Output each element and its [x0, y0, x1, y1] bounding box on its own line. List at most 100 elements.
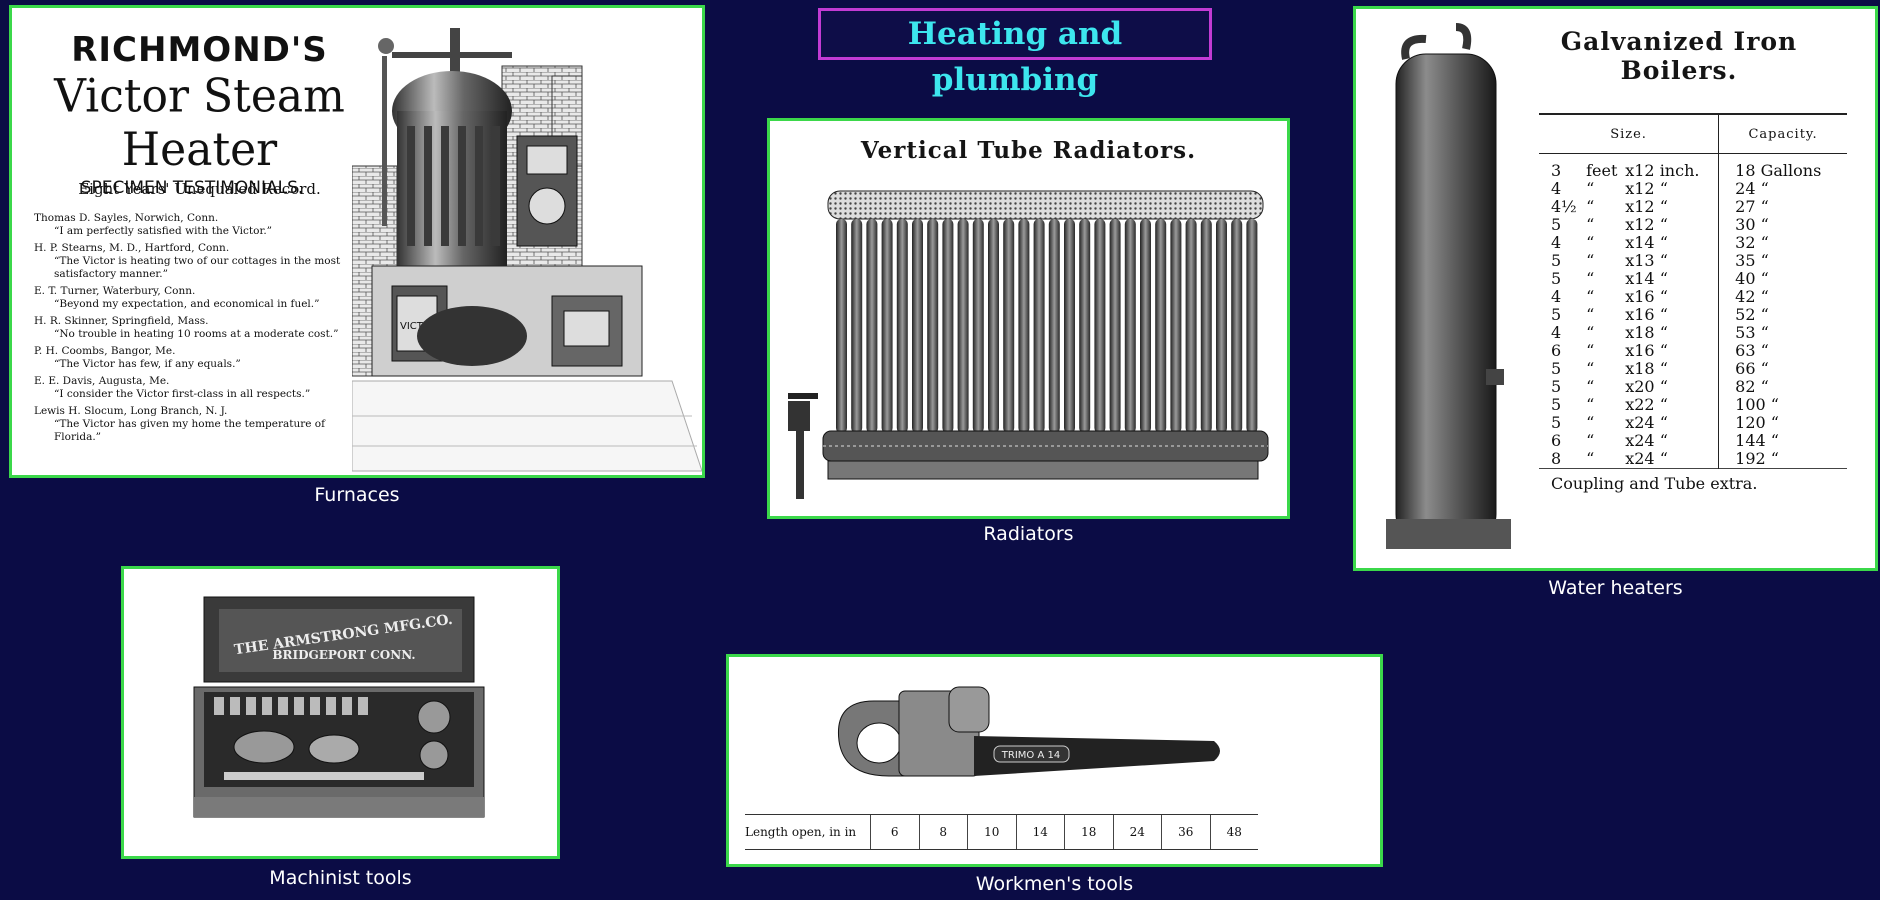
radiator-tube	[942, 219, 954, 433]
capacity-value: 27 “	[1718, 198, 1847, 216]
workmens-tools-image: TRIMO A 14 Length open, in in 6 8 10 14 …	[726, 654, 1383, 867]
size-inches: x14 “	[1625, 233, 1668, 252]
size-feet: 4	[1551, 233, 1562, 252]
boiler-table-row: 5“x14 “40 “	[1539, 270, 1847, 288]
radiator-tube	[988, 219, 999, 433]
radiator-tube	[1018, 219, 1030, 433]
capacity-value: 40 “	[1718, 270, 1847, 288]
boiler-table-row: 5“x20 “82 “	[1539, 378, 1847, 396]
boiler-table-row: 5“x12 “30 “	[1539, 216, 1847, 234]
boiler-table-row: 5“x24 “120 “	[1539, 414, 1847, 432]
size-feet: 4	[1551, 323, 1562, 342]
size-inches: x18 “	[1625, 359, 1668, 378]
testimonial-name: P. H. Coombs, Bangor, Me.	[34, 345, 176, 357]
capacity-value: 63 “	[1718, 342, 1847, 360]
radiator-tube	[972, 219, 984, 433]
boiler-table-row: 4“x18 “53 “	[1539, 324, 1847, 342]
size-inches: x18 “	[1625, 323, 1668, 342]
size-feet: 4½	[1551, 197, 1577, 216]
radiator-tube	[1109, 219, 1121, 433]
size-inches: x13 “	[1625, 251, 1668, 270]
testimonial-name: E. T. Turner, Waterbury, Conn.	[34, 285, 196, 297]
capacity-value: 35 “	[1718, 252, 1847, 270]
pipe-wrench-illustration: TRIMO A 14	[837, 686, 1220, 777]
radiator-tube	[1064, 219, 1075, 433]
size-unit: feet	[1586, 161, 1618, 180]
size-unit: “	[1586, 431, 1595, 450]
size-inches: x16 “	[1625, 341, 1668, 360]
lid-maker-town: BRIDGEPORT CONN.	[272, 648, 415, 662]
size-inches: x20 “	[1625, 377, 1668, 396]
radiators-heading: Vertical Tube Radiators.	[860, 137, 1197, 164]
furnace-product: Victor Steam Heater	[54, 69, 345, 177]
size-unit: “	[1586, 449, 1595, 468]
length-value: 24	[1112, 815, 1162, 849]
size-unit: “	[1586, 377, 1595, 396]
size-inches: x12 inch.	[1625, 161, 1700, 180]
testimonial-name: Lewis H. Slocum, Long Branch, N. J.	[34, 405, 228, 417]
testimonial-name: H. R. Skinner, Springfield, Mass.	[34, 315, 209, 327]
boiler-table-row: 8“x24 “192 “	[1539, 450, 1847, 469]
capacity-value: 32 “	[1718, 234, 1847, 252]
boiler-illustration	[1386, 23, 1511, 549]
boiler-table-footnote-row: Coupling and Tube extra.	[1539, 468, 1847, 493]
furnace-door-label: VICTOR	[400, 321, 438, 332]
testimonial-quote: “I consider the Victor first-class in al…	[54, 388, 311, 400]
machinist-tools-image: THE ARMSTRONG MFG.CO. BRIDGEPORT CONN.	[121, 566, 560, 859]
radiators-caption: Radiators	[983, 523, 1074, 545]
radiator-tube	[881, 219, 893, 433]
machinist-tools-caption: Machinist tools	[269, 867, 412, 889]
size-feet: 5	[1551, 269, 1562, 288]
boiler-table-row: 4“x16 “42 “	[1539, 288, 1847, 306]
size-feet: 5	[1551, 395, 1562, 414]
radiator-tube	[957, 219, 969, 433]
furnace-tagline: Eight Years' Unequaled Record.	[78, 180, 321, 198]
radiator-tube	[1048, 219, 1060, 433]
capacity-value: 52 “	[1718, 306, 1847, 324]
capacity-value: 24 “	[1718, 180, 1847, 198]
boiler-footnote: Coupling and Tube extra.	[1539, 468, 1847, 493]
size-inches: x12 “	[1625, 197, 1668, 216]
size-feet: 5	[1551, 305, 1562, 324]
boiler-table-row: 4 “ x14 “ 32 “	[1539, 234, 1847, 252]
capacity-value: 42 “	[1718, 288, 1847, 306]
capacity-value: 100 “	[1718, 396, 1847, 414]
length-value: 6	[870, 815, 919, 849]
radiator-tube	[1185, 219, 1197, 433]
size-inches: x12 “	[1625, 215, 1668, 234]
size-inches: x16 “	[1625, 287, 1668, 306]
radiator-tube	[1200, 219, 1212, 433]
radiators-image: Vertical Tube Radiators.	[767, 118, 1290, 519]
water-heaters-heading: Galvanized Iron Boilers.	[1560, 27, 1798, 85]
capacity-value: 120 “	[1718, 414, 1847, 432]
size-unit: “	[1586, 215, 1595, 234]
size-feet: 3	[1551, 161, 1562, 180]
radiator-tube	[1231, 219, 1243, 433]
testimonials-heading: SPECIMEN TESTIMONIALS.	[80, 178, 304, 198]
size-inches: x24 “	[1625, 413, 1668, 432]
size-unit: “	[1586, 233, 1595, 252]
length-value: 14	[1015, 815, 1065, 849]
radiator-tube	[1140, 219, 1151, 433]
radiator-tube	[851, 219, 863, 433]
testimonial-quote: “Beyond my expectation, and economical i…	[54, 298, 320, 310]
boiler-table-row: 4½“x12 “27 “	[1539, 198, 1847, 216]
radiator-illustration	[788, 190, 1269, 499]
size-unit: “	[1586, 395, 1595, 414]
radiator-tube	[1079, 219, 1091, 433]
wrench-handle-label: TRIMO A 14	[1001, 750, 1060, 761]
size-feet: 8	[1551, 449, 1562, 468]
boiler-table-row: 5“x13 “35 “	[1539, 252, 1847, 270]
radiator-tube	[836, 219, 847, 433]
boiler-table-row: 5“x22 “100 “	[1539, 396, 1847, 414]
size-feet: 5	[1551, 359, 1562, 378]
tool-box-illustration: THE ARMSTRONG MFG.CO. BRIDGEPORT CONN.	[193, 596, 485, 818]
testimonial-quote: “The Victor has few, if any equals.”	[54, 358, 241, 370]
size-inches: x24 “	[1625, 449, 1668, 468]
length-value: 36	[1161, 815, 1210, 849]
radiator-tube	[912, 219, 923, 433]
size-feet: 4	[1551, 179, 1562, 198]
